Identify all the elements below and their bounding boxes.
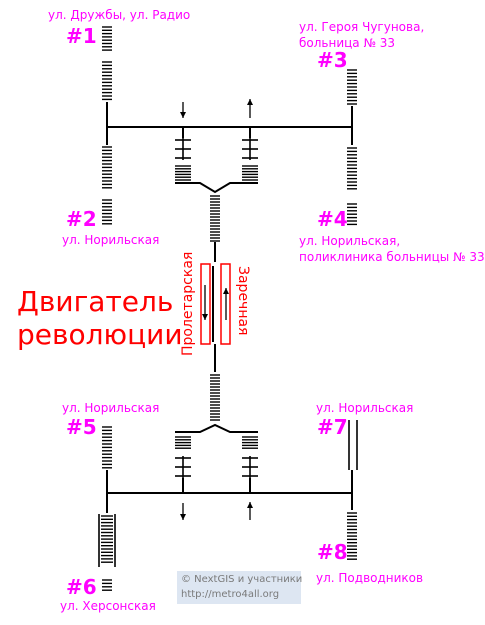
exit-2-label: ул. Норильская [62, 233, 160, 247]
credit-box: © NextGIS и участники http://metro4all.o… [177, 571, 303, 604]
station-title-line2: революции [17, 318, 183, 351]
platform-left-track [200, 263, 211, 345]
exit-6-label: ул. Херсонская [60, 599, 156, 613]
exit-7-label: ул. Норильская [316, 401, 414, 415]
exit-1-number: #1 [66, 24, 97, 48]
platform-right-arrow-head [223, 288, 229, 294]
credit-url: http://metro4all.org [181, 589, 280, 600]
track-label-right: Заречная [235, 266, 251, 336]
exit-6-number: #6 [66, 575, 97, 599]
top-down-arrow-head [180, 112, 186, 118]
exit-5-number: #5 [66, 415, 97, 439]
top-up-arrow-head [247, 99, 253, 105]
exit-5-label: ул. Норильская [62, 401, 160, 415]
bottom-merge [175, 423, 258, 433]
exit-2-number: #2 [66, 207, 97, 231]
exit-7-number: #7 [317, 415, 348, 439]
exit-1-label: ул. Дружбы, ул. Радио [48, 8, 191, 22]
exit-4-label-line2: поликлиника больницы № 33 [299, 250, 485, 264]
bottom-down-arrow-head [180, 514, 186, 520]
credit-copyright: © NextGIS и участники [181, 574, 303, 585]
exit-4-number: #4 [317, 207, 348, 231]
exit-4-label-line1: ул. Норильская, [299, 234, 401, 248]
exit-8-number: #8 [317, 540, 348, 564]
exit-3-number: #3 [317, 48, 348, 72]
track-label-left: Пролетарская [180, 251, 196, 356]
bottom-up-arrow-head [247, 502, 253, 508]
top-merge [175, 182, 258, 194]
station-title-line1: Двигатель [17, 285, 174, 318]
platform-left-arrow-head [202, 314, 208, 320]
exit-3-label-line1: ул. Героя Чугунова, [299, 20, 425, 34]
platform-right-track [220, 263, 231, 345]
exit-8-label: ул. Подводников [316, 571, 424, 585]
exit-3-label-line2: больница № 33 [299, 36, 396, 50]
